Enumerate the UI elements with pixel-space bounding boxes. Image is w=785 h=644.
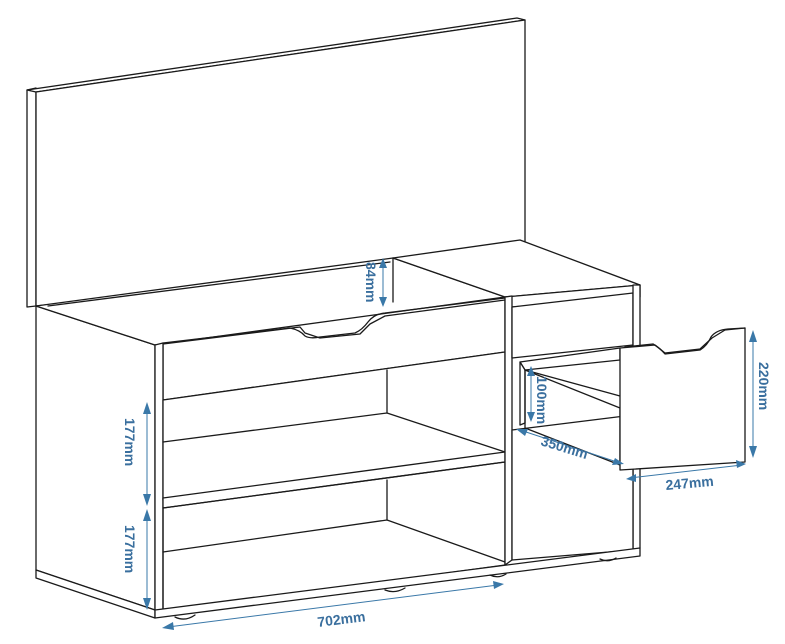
label-177mm-lower: 177mm — [122, 525, 138, 573]
center-divider — [504, 295, 513, 566]
dimension-177mm-upper: 177mm — [122, 402, 151, 506]
label-220mm: 220mm — [756, 362, 772, 410]
cabinet-front-edge — [154, 342, 164, 613]
cabinet-left-side — [35, 305, 156, 619]
label-247mm: 247mm — [665, 473, 714, 493]
label-177mm-upper: 177mm — [122, 418, 138, 466]
label-702mm: 702mm — [316, 608, 366, 630]
cabinet-base — [154, 547, 641, 620]
dimension-702mm: 702mm — [162, 581, 504, 630]
dimension-247mm: 247mm — [626, 460, 746, 493]
drawer-front — [619, 327, 746, 471]
right-compartment-top — [392, 239, 641, 308]
label-100mm: 100mm — [534, 376, 550, 424]
label-84mm: 84mm — [363, 262, 379, 302]
dimension-220mm: 220mm — [749, 330, 772, 458]
dimension-84mm: 84mm — [363, 258, 387, 307]
dimension-177mm-lower: 177mm — [122, 509, 151, 610]
backrest-panel — [26, 17, 526, 308]
dimension-100mm: 100mm — [527, 366, 550, 424]
